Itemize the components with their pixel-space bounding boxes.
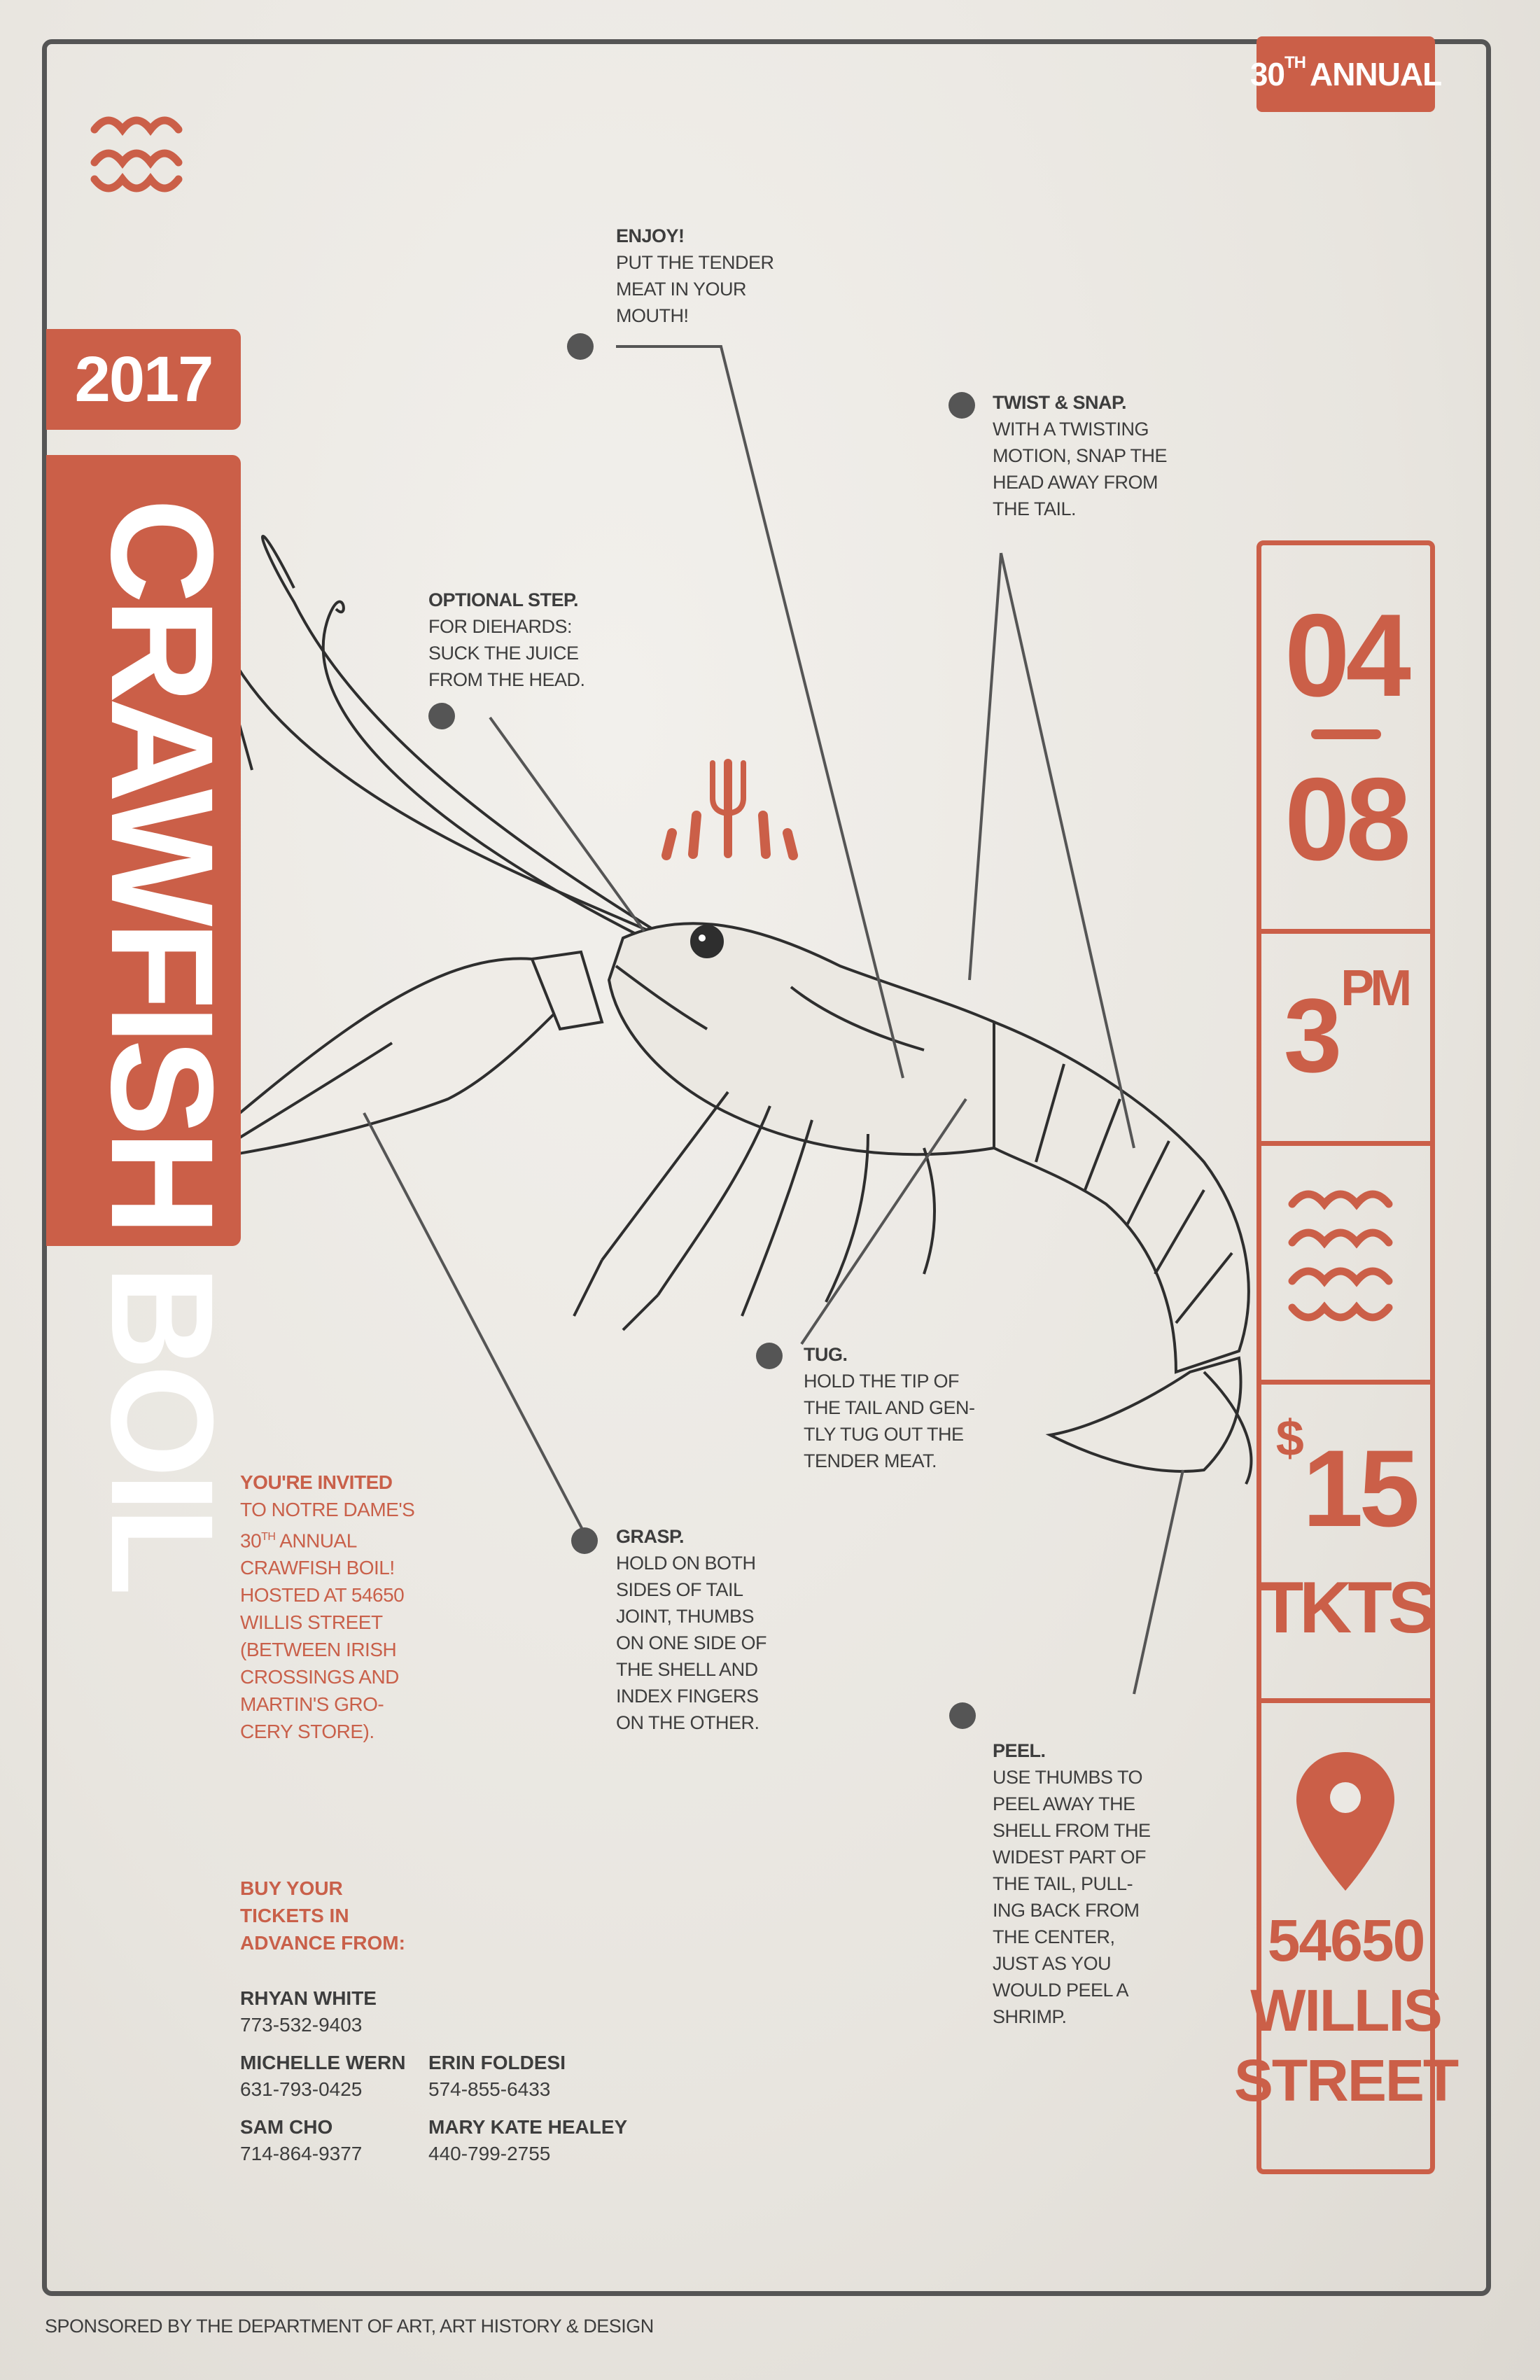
invite-text: YOU'RE INVITED TO NOTRE DAME'S 30TH ANNU… xyxy=(240,1471,415,1743)
price-label: TKTS xyxy=(1259,1567,1437,1648)
wave-icon xyxy=(1288,1190,1393,1322)
invite-lead: YOU'RE INVITED xyxy=(240,1471,393,1493)
price-amount: 15 xyxy=(1302,1427,1420,1550)
title-bar xyxy=(46,455,241,1246)
date-separator xyxy=(1310,729,1381,739)
date-day: 08 xyxy=(1284,753,1411,885)
leader-lines xyxy=(363,345,1184,1695)
poster-frame xyxy=(42,39,1491,2296)
address-line-2: WILLIS xyxy=(1250,1977,1443,2043)
step-marker-tug xyxy=(756,1343,783,1369)
year-badge: 2017 xyxy=(46,329,241,430)
location-pin-icon xyxy=(1296,1752,1394,1891)
crawfish-illustration xyxy=(177,535,1253,1485)
annual-number: 30 xyxy=(1250,56,1285,92)
date-month: 04 xyxy=(1284,589,1411,721)
annual-word: ANNUAL xyxy=(1309,56,1442,92)
step-marker-peel xyxy=(949,1702,976,1729)
date-box: 04 08 xyxy=(1256,540,1435,934)
time-box: 3PM xyxy=(1256,929,1435,1146)
step-optional: OPTIONAL STEP. FOR DIEHARDS:SUCK THE JUI… xyxy=(428,589,585,690)
price-box: $15 TKTS xyxy=(1256,1380,1437,1703)
event-title: CRAWFISH BOIL xyxy=(80,498,243,1590)
address-box: 54650 WILLIS STREET xyxy=(1234,1698,1459,2174)
step-marker-optional xyxy=(428,703,455,729)
price-symbol: $ xyxy=(1275,1410,1304,1466)
address-line-1: 54650 xyxy=(1267,1907,1426,1973)
wave-box xyxy=(1256,1141,1435,1385)
title-wrap: CRAWFISH BOIL xyxy=(80,498,962,1590)
annual-suffix: TH xyxy=(1284,53,1306,72)
sponsor-credit: SPONSORED BY THE DEPARTMENT OF ART, ART … xyxy=(45,2316,654,2337)
address-line-3: STREET xyxy=(1233,2047,1459,2113)
step-marker-grasp xyxy=(571,1527,598,1554)
time-hour: 3 xyxy=(1283,976,1342,1094)
step-marker-twist xyxy=(948,392,975,419)
step-marker-enjoy xyxy=(567,333,594,360)
time-period: PM xyxy=(1340,960,1412,1016)
wave-icon xyxy=(90,116,183,192)
fork-icon xyxy=(662,759,798,860)
